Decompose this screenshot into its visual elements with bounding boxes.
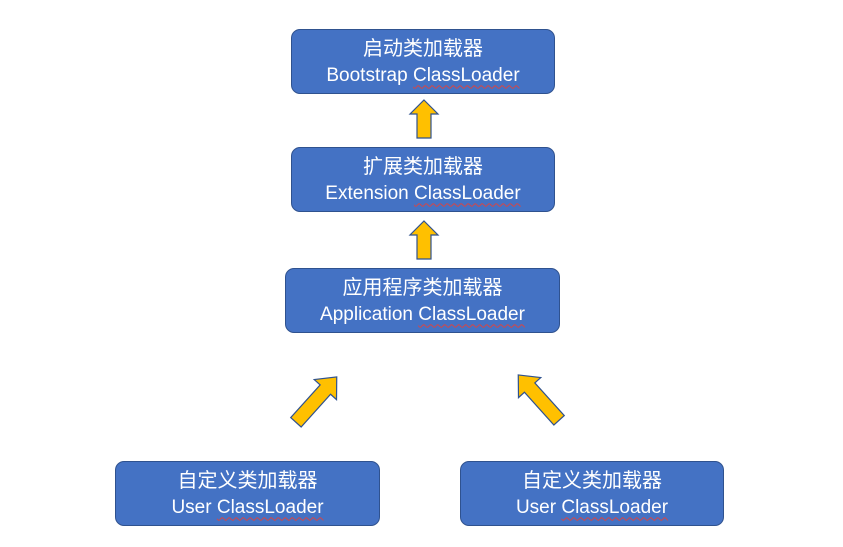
application-en-label: Application ClassLoader — [320, 301, 525, 329]
bootstrap-en-prefix: Bootstrap — [326, 64, 413, 86]
extension-cn-label: 扩展类加载器 — [363, 153, 483, 178]
application-cn-label: 应用程序类加载器 — [342, 274, 503, 299]
user2-en-label: User ClassLoader — [516, 494, 668, 522]
arrow-application-to-extension — [408, 220, 440, 260]
arrow-user-left-to-application — [289, 376, 338, 428]
extension-en-name: ClassLoader — [414, 182, 521, 204]
bootstrap-en-name: ClassLoader — [412, 64, 520, 86]
extension-en-label: Extension ClassLoader — [325, 180, 520, 208]
arrow-user-right-to-application — [517, 374, 566, 426]
user2-cn-label: 自定义类加载器 — [522, 467, 662, 492]
user2-en-name: ClassLoader — [561, 496, 669, 518]
extension-classloader-box: 扩展类加载器 Extension ClassLoader — [291, 147, 555, 212]
application-en-name: ClassLoader — [418, 303, 525, 325]
arrow-extension-to-bootstrap — [408, 99, 440, 139]
bootstrap-en-label: Bootstrap ClassLoader — [326, 62, 519, 90]
extension-en-prefix: Extension — [325, 182, 415, 204]
bootstrap-classloader-box: 启动类加载器 Bootstrap ClassLoader — [291, 29, 555, 94]
user1-en-prefix: User — [171, 496, 217, 518]
application-classloader-box: 应用程序类加载器 Application ClassLoader — [285, 268, 560, 333]
user1-cn-label: 自定义类加载器 — [177, 467, 318, 492]
user1-en-label: User ClassLoader — [171, 494, 323, 522]
application-en-prefix: Application — [320, 303, 419, 325]
user2-en-prefix: User — [515, 496, 562, 518]
user-classloader-box-left: 自定义类加载器 User ClassLoader — [115, 461, 380, 526]
bootstrap-cn-label: 启动类加载器 — [363, 35, 483, 60]
user-classloader-box-right: 自定义类加载器 User ClassLoader — [460, 461, 724, 526]
user1-en-name: ClassLoader — [216, 496, 324, 518]
